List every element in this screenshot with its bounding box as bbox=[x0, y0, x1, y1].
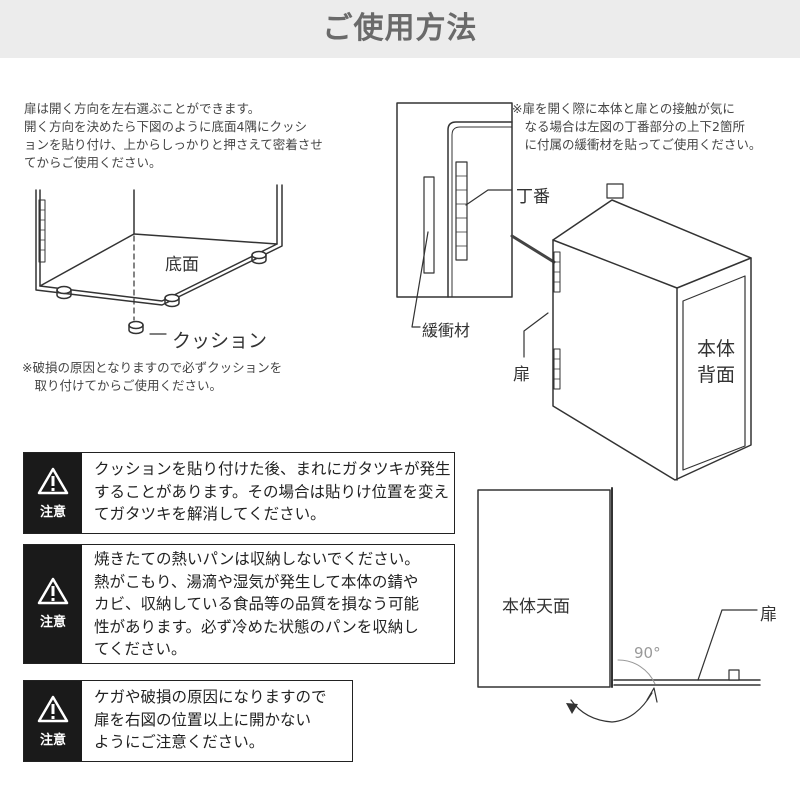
caution-label: 注意 bbox=[39, 615, 66, 630]
caution-text: 焼きたての熱いパンは収納しないでください。 熱がこもり、湯滴や湿気が発生して本体… bbox=[94, 548, 446, 661]
caution-box-2: 注意 焼きたての熱いパンは収納しないでください。 熱がこもり、湯滴や湿気が発生し… bbox=[23, 544, 455, 664]
caution-line: てください。 bbox=[94, 640, 187, 658]
caution-text: クッションを貼り付けた後、まれにガタツキが発生 することがあります。その場合は貼… bbox=[94, 458, 451, 526]
caution-box-3: 注意 ケガや破損の原因になりますので 扉を右図の位置以上に開かない ようにご注意… bbox=[23, 680, 353, 762]
caution-line: 熱がこもり、湯滴や湿気が発生して本体の錆や bbox=[94, 572, 419, 591]
instructions-line: 扉は開く方向を左右選ぶことができます。 bbox=[24, 101, 261, 116]
instructions-line: てからご使用ください。 bbox=[24, 155, 162, 170]
caution-badge: 注意 bbox=[24, 453, 82, 533]
back-label-line2: 背面 bbox=[697, 364, 736, 386]
caution-label: 注意 bbox=[39, 733, 66, 748]
page-title: ご使用方法 bbox=[322, 11, 478, 46]
hinge-label: 丁番 bbox=[516, 187, 550, 207]
bottom-view-diagram bbox=[35, 184, 283, 335]
header-bar bbox=[0, 0, 800, 58]
caution-line: 扉を右図の位置以上に開かない bbox=[94, 710, 312, 729]
cushion-note-line: ※破損の原因となりますので必ずクッションを bbox=[22, 360, 283, 375]
caution-line: 性があります。必ず冷めた状態のパンを収納し bbox=[94, 617, 419, 636]
warning-icon bbox=[37, 695, 69, 723]
hinge-note: ※扉を開く際に本体と扉との接触が気に なる場合は左図の丁番部分の上下2箇所 に付… bbox=[512, 100, 792, 154]
door-label: 扉 bbox=[513, 365, 530, 385]
caution-line: ようにご注意ください。 bbox=[94, 733, 265, 751]
top-view-label: 本体天面 bbox=[502, 597, 570, 617]
cushion-note-line: 取り付けてからご使用ください。 bbox=[22, 378, 223, 393]
caution-line: 焼きたての熱いパンは収納しないでください。 bbox=[94, 550, 420, 568]
hinge-note-line: なる場合は左図の丁番部分の上下2箇所 bbox=[512, 119, 745, 134]
angle-label: 90° bbox=[634, 644, 661, 662]
caution-label: 注意 bbox=[39, 505, 66, 520]
cushion-label: クッション bbox=[172, 330, 268, 352]
bottom-label: 底面 bbox=[165, 255, 199, 275]
caution-line: ケガや破損の原因になりますので bbox=[94, 688, 327, 706]
instructions-text: 扉は開く方向を左右選ぶことができます。 開く方向を決めたら下図のように底面4隅に… bbox=[24, 100, 364, 172]
caution-box-1: 注意 クッションを貼り付けた後、まれにガタツキが発生 することがあります。その場… bbox=[23, 452, 455, 534]
caution-badge: 注意 bbox=[24, 681, 82, 761]
caution-line: てガタツキを解消してください。 bbox=[94, 505, 326, 523]
hinge-note-line: ※扉を開く際に本体と扉との接触が気に bbox=[512, 101, 735, 116]
caution-text: ケガや破損の原因になりますので 扉を右図の位置以上に開かない ようにご注意くださ… bbox=[94, 686, 344, 754]
hinge-note-line: に付属の緩衝材を貼ってご使用ください。 bbox=[512, 137, 762, 152]
caution-line: カビ、収納している食品等の品質を損なう可能 bbox=[94, 595, 420, 613]
cushion-note: ※破損の原因となりますので必ずクッションを 取り付けてからご使用ください。 bbox=[22, 359, 322, 395]
cabinet-diagram bbox=[523, 183, 752, 481]
instructions-line: ョンを貼り付け、上からしっかりと押さえて密着させ bbox=[24, 137, 323, 152]
top-view-diagram bbox=[477, 487, 761, 723]
warning-icon bbox=[37, 467, 69, 495]
hinge-zoom-diagram bbox=[396, 102, 513, 328]
caution-badge: 注意 bbox=[24, 545, 82, 663]
buffer-label: 緩衝材 bbox=[422, 321, 471, 340]
door-top-label: 扉 bbox=[760, 605, 777, 625]
back-label-line1: 本体 bbox=[697, 338, 736, 360]
caution-line: クッションを貼り付けた後、まれにガタツキが発生 bbox=[94, 460, 451, 478]
warning-icon bbox=[37, 577, 69, 605]
caution-line: することがあります。その場合は貼りけ位置を変え bbox=[94, 482, 449, 501]
instructions-line: 開く方向を決めたら下図のように底面4隅にクッシ bbox=[24, 119, 307, 134]
